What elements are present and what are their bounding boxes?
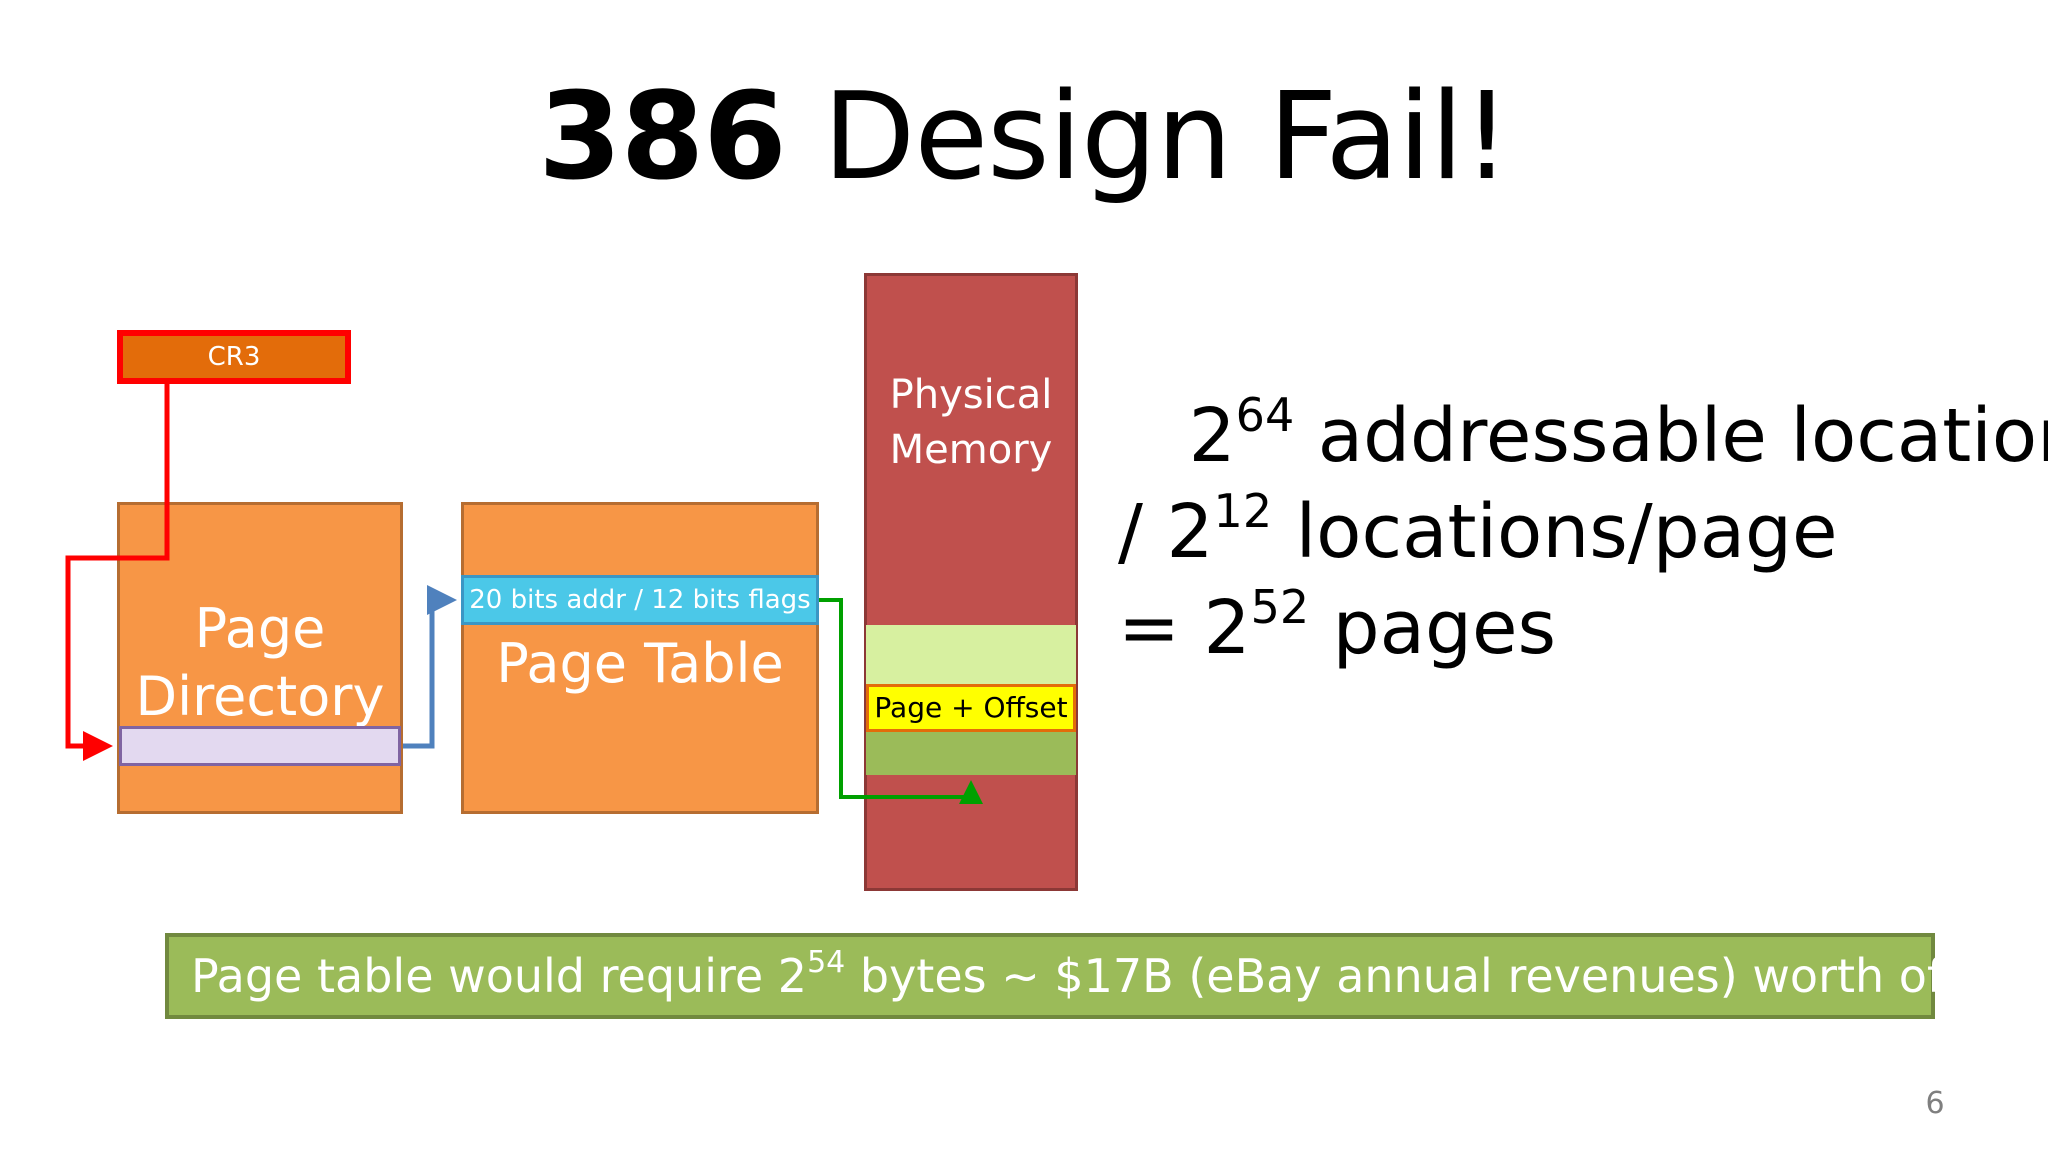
banner-text-after: bytes ~ $17B (eBay annual revenues) wort… (845, 949, 2048, 1003)
page-table-entry: 20 bits addr / 12 bits flags (461, 575, 819, 625)
slide-title: 386 Design Fail! (0, 68, 2048, 208)
title-rest: Design Fail! (785, 68, 1511, 207)
title-bold: 386 (538, 68, 786, 207)
page-directory-label: Page Directory (120, 595, 400, 731)
calc-line-1-base: 2 (1188, 393, 1236, 479)
banner-text-before: Page table would require 2 (191, 949, 808, 1003)
calc-line-3-exp: 52 (1250, 580, 1310, 634)
calc-line-1: 264 addressable locations (1118, 388, 2048, 484)
calc-line-2-prefix: / 2 (1118, 489, 1214, 575)
memory-page-lower (866, 731, 1076, 775)
calc-line-2: / 212 locations/page (1118, 484, 2048, 580)
page-directory-label-line2: Directory (135, 665, 385, 728)
directory-to-table-arrow (403, 585, 457, 749)
page-table-label: Page Table (496, 632, 784, 695)
calc-line-3-text: pages (1309, 585, 1557, 671)
calc-line-2-exp: 12 (1213, 484, 1273, 538)
cr3-to-directory-arrow (65, 384, 170, 761)
calc-line-3-prefix: = 2 (1118, 585, 1251, 671)
page-directory-label-line1: Page (194, 597, 326, 660)
calc-line-1-exp: 64 (1235, 388, 1295, 442)
memory-page-upper (866, 625, 1076, 685)
page-offset-box: Page + Offset (866, 684, 1076, 732)
cost-banner: Page table would require 254 bytes ~ $17… (165, 933, 2048, 1019)
calc-line-3: = 252 pages (1118, 580, 2048, 676)
banner-exponent: 54 (807, 945, 846, 980)
physical-memory-label-line1: Physical (889, 372, 1053, 418)
table-to-memory-arrow (819, 598, 983, 804)
calc-line-2-text: locations/page (1272, 489, 1838, 575)
slide-number: 6 (1925, 1086, 1945, 1121)
page-table-box: Page Table (461, 502, 819, 814)
calc-line-1-text: addressable locations (1294, 393, 2048, 479)
page-directory-entry (119, 726, 401, 766)
cr3-register: CR3 (117, 330, 351, 384)
physical-memory-label-line2: Memory (889, 427, 1053, 473)
physical-memory-label: Physical Memory (867, 368, 1075, 478)
address-calculation: 264 addressable locations / 212 location… (1118, 388, 2048, 676)
